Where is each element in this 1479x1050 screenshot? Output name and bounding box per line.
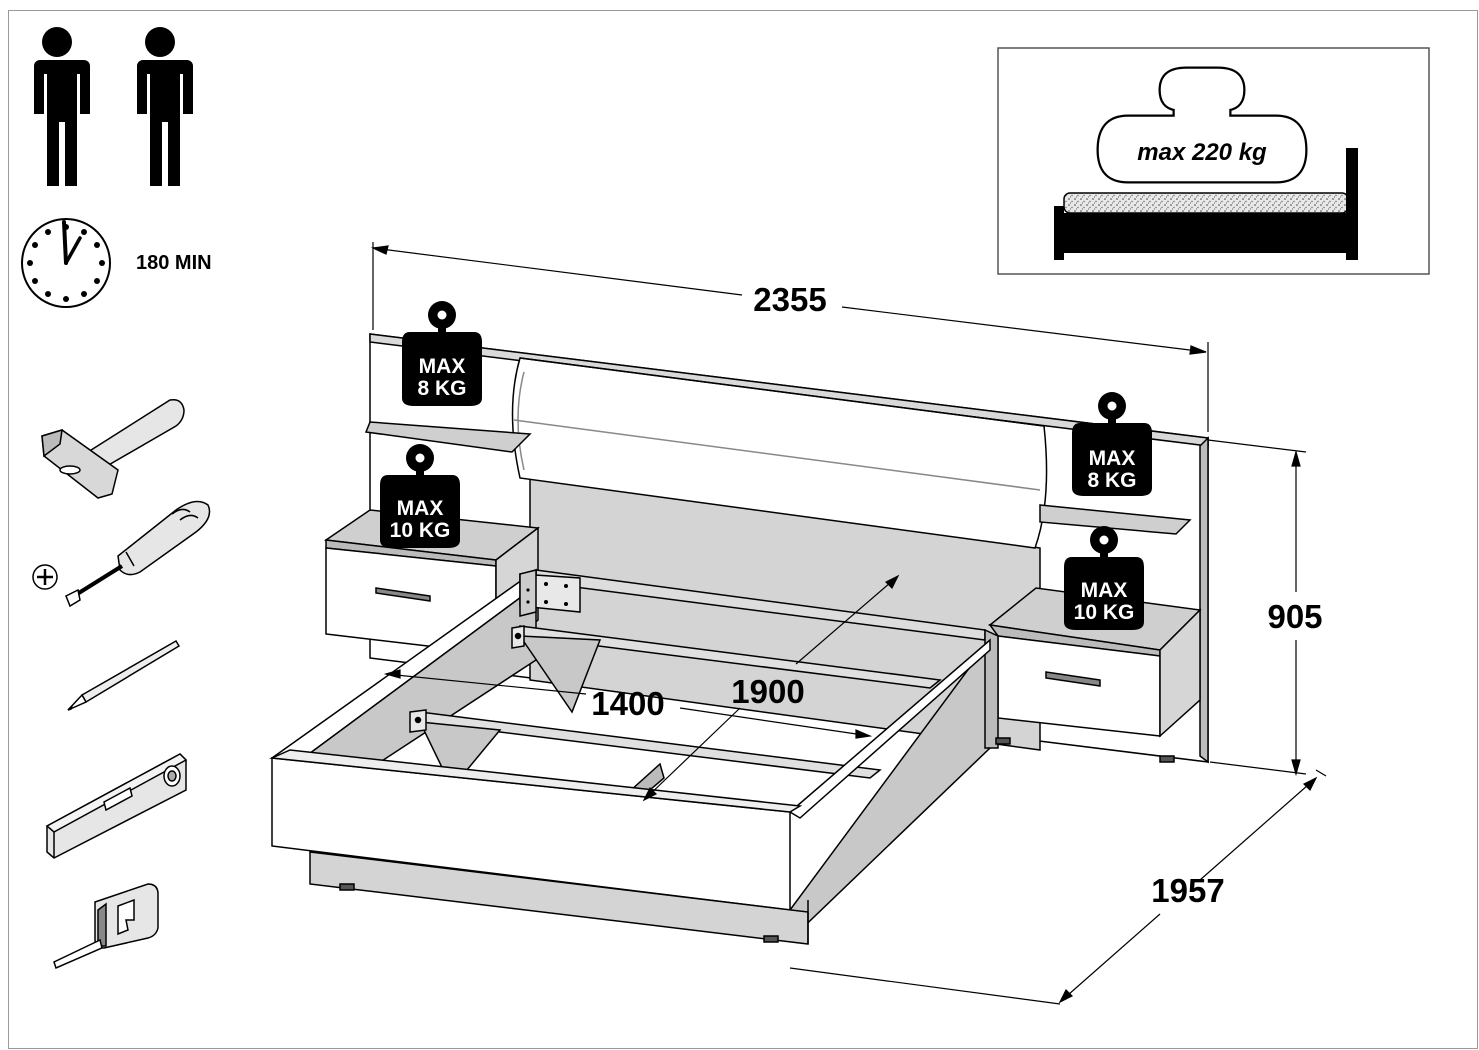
plus-icon	[32, 564, 58, 590]
dimension-total-width: 2355	[753, 281, 826, 318]
person-icon	[133, 27, 193, 186]
max-label: MAX	[1081, 579, 1128, 602]
weight-limit-label: 8 KG	[1087, 469, 1136, 492]
weight-limit-label: 10 KG	[390, 519, 451, 542]
tape-measure-icon	[53, 883, 159, 970]
bed-max-load: max 220 kg	[1137, 139, 1267, 166]
clock-icon	[21, 218, 111, 308]
bed-diagram	[269, 333, 1209, 945]
weight-icon-shelf-left: MAX 8 KG	[402, 301, 482, 406]
dimension-depth: 1957	[1151, 872, 1224, 909]
dimension-inner-width: 1400	[591, 685, 664, 722]
weight-icon-shelf-right: MAX 8 KG	[1072, 392, 1152, 496]
spirit-level-icon	[45, 753, 188, 859]
weight-limit-label: 10 KG	[1074, 601, 1135, 624]
max-label: MAX	[397, 497, 444, 520]
max-label: MAX	[419, 355, 466, 378]
dimension-height: 905	[1267, 598, 1322, 635]
dimension-inner-length: 1900	[731, 673, 804, 710]
max-label: MAX	[1089, 447, 1136, 470]
dimension-lines	[370, 242, 1327, 1005]
assembly-time: 180 MIN	[136, 252, 212, 274]
instruction-sheet	[8, 10, 1478, 1049]
person-icon	[30, 27, 90, 186]
weight-limit-label: 8 KG	[417, 377, 466, 400]
two-persons-icon	[30, 27, 193, 186]
phillips-screwdriver-icon	[65, 500, 211, 608]
weight-icon-nightstand-left: MAX 10 KG	[380, 444, 460, 548]
weight-icon-nightstand-right: MAX 10 KG	[1064, 526, 1144, 630]
pencil-icon	[67, 639, 181, 711]
bed-load-panel: max 220 kg	[997, 47, 1430, 275]
hammer-icon	[41, 398, 185, 499]
